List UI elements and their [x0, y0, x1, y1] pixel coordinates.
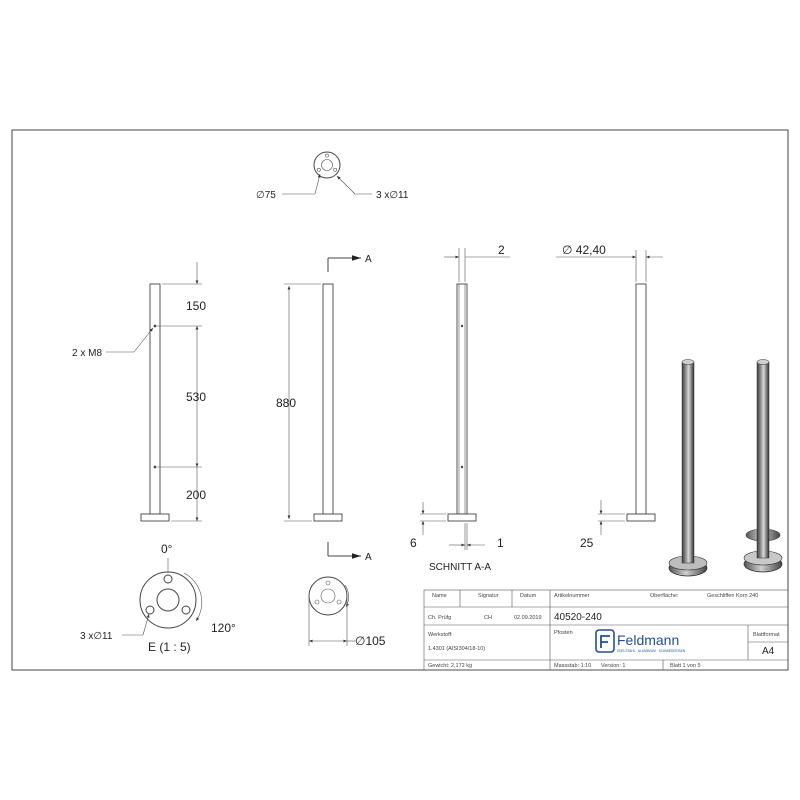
format-value: A4: [762, 646, 775, 657]
section-view: 2 6 1 SCHNITT A-A: [410, 243, 510, 573]
dim-530: 530: [186, 390, 206, 404]
detail-caption: E (1 : 5): [148, 640, 191, 654]
hdr-date: Datum: [520, 593, 537, 599]
dim-base-thickness: 6: [410, 536, 417, 550]
render-front: [668, 359, 708, 577]
top-diameter-label: ∅75: [256, 190, 276, 201]
material-label: Werkstoff:: [428, 632, 453, 638]
weight: Gewicht: 2,172 kg: [428, 663, 472, 669]
angle-120: 120°: [211, 621, 236, 635]
dim-base-height: 25: [580, 536, 594, 550]
row-role: Ch. Prüfg: [428, 615, 451, 621]
thread-label: 2 x M8: [72, 348, 102, 359]
section-mark-top: A: [365, 254, 372, 265]
outer-view: ∅ 42,40 25: [556, 243, 663, 550]
dim-200: 200: [186, 488, 206, 502]
format-label: Blattformat: [753, 632, 780, 638]
sheet-number: Blatt 1 von 5: [670, 663, 701, 669]
flange-view: ∅105: [308, 576, 386, 648]
scale: Massstab: 1:10: [554, 663, 591, 669]
surface-value: Geschliffen Korn 240: [707, 593, 758, 599]
top-view: ∅75 3 x∅11: [256, 151, 409, 201]
detail-holes-label: 3 x∅11: [80, 631, 113, 642]
dim-wall: 2: [498, 243, 505, 257]
angle-0: 0°: [161, 542, 173, 556]
dim-tube-diameter: ∅ 42,40: [562, 243, 606, 257]
title-block: Name Signatur Datum Artikelnummer Oberfl…: [423, 589, 789, 671]
feldmann-logo: Feldmann EDELSTAHL · ALUMINIUM · SCHMIED…: [595, 629, 686, 653]
top-holes-label: 3 x∅11: [376, 190, 409, 201]
render-perspective: [743, 359, 783, 573]
sheet-border: [11, 129, 789, 671]
brand-name: Feldmann: [617, 632, 679, 648]
hdr-signature: Signatur: [478, 593, 499, 599]
hdr-article: Artikelnummer: [554, 593, 590, 599]
dim-150: 150: [186, 299, 206, 313]
dim-880: 880: [276, 396, 296, 410]
detail-e: 0° 120° 3 x∅11 E (1 : 5): [80, 542, 236, 654]
dim-offset: 1: [497, 536, 504, 550]
brand-tagline: EDELSTAHL · ALUMINIUM · SCHMIEDEEISEN: [617, 649, 686, 653]
flange-diameter: ∅105: [355, 634, 386, 648]
designation-label: Pfosten: [554, 630, 573, 636]
hdr-name: Name: [432, 593, 447, 599]
material-value: 1.4301 (AISI304/18-10): [428, 646, 485, 652]
hdr-surface: Oberfläche:: [650, 593, 679, 599]
article-number: 40520-240: [554, 612, 602, 623]
row-sign: CH: [484, 615, 492, 621]
version: Version: 1: [601, 663, 625, 669]
section-mark-bottom: A: [365, 552, 372, 563]
front-view: 150 530 200 2 x M8: [72, 262, 206, 522]
section-caption: SCHNITT A-A: [429, 562, 491, 573]
side-view: 880 A A: [276, 254, 372, 563]
row-date: 02.09.2019: [514, 615, 542, 621]
